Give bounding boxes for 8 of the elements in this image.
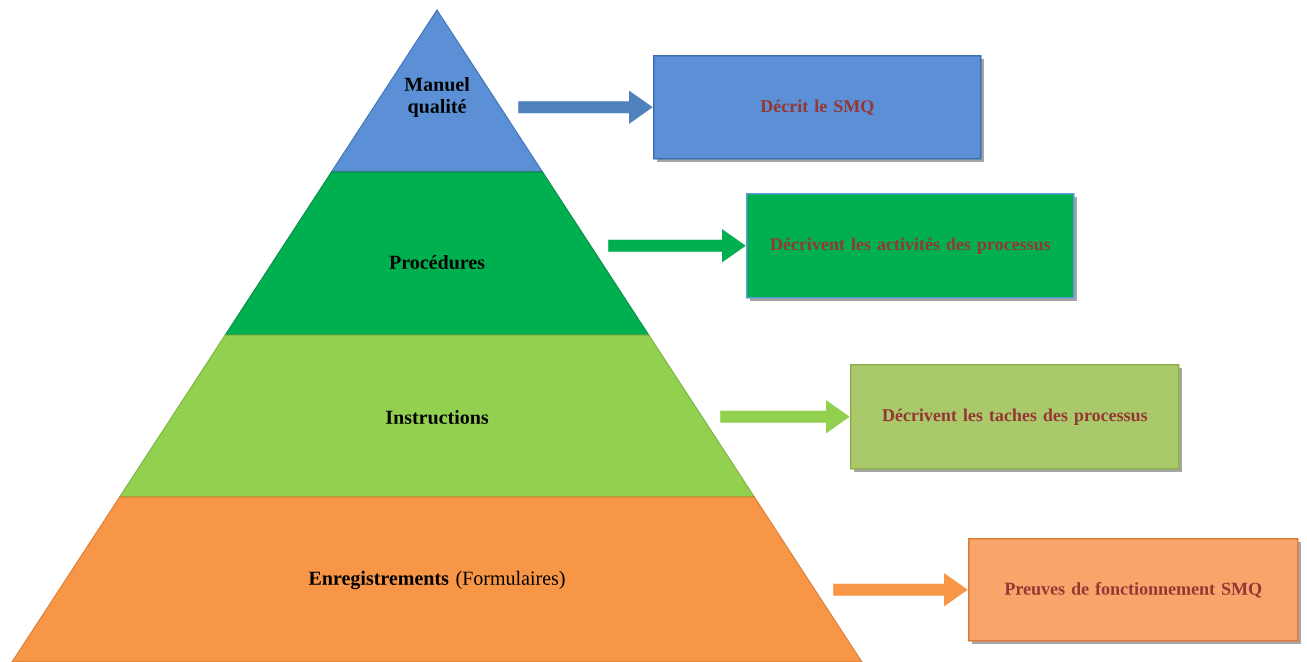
description-box: Décrivent les taches des processus [850,364,1182,472]
pyramid-layer: Procédures [224,171,650,336]
description-box: Preuves de fonctionnement SMQ [968,538,1301,644]
pyramid-layer: Instructions [119,334,755,498]
description-box: Décrit le SMQ [653,55,984,162]
pyramid-layer: Enregistrements (Formulaires) [11,496,863,662]
description-box: Décrivent les activités des processus [746,193,1077,301]
pyramid-layer: Manuel qualité [330,9,544,173]
